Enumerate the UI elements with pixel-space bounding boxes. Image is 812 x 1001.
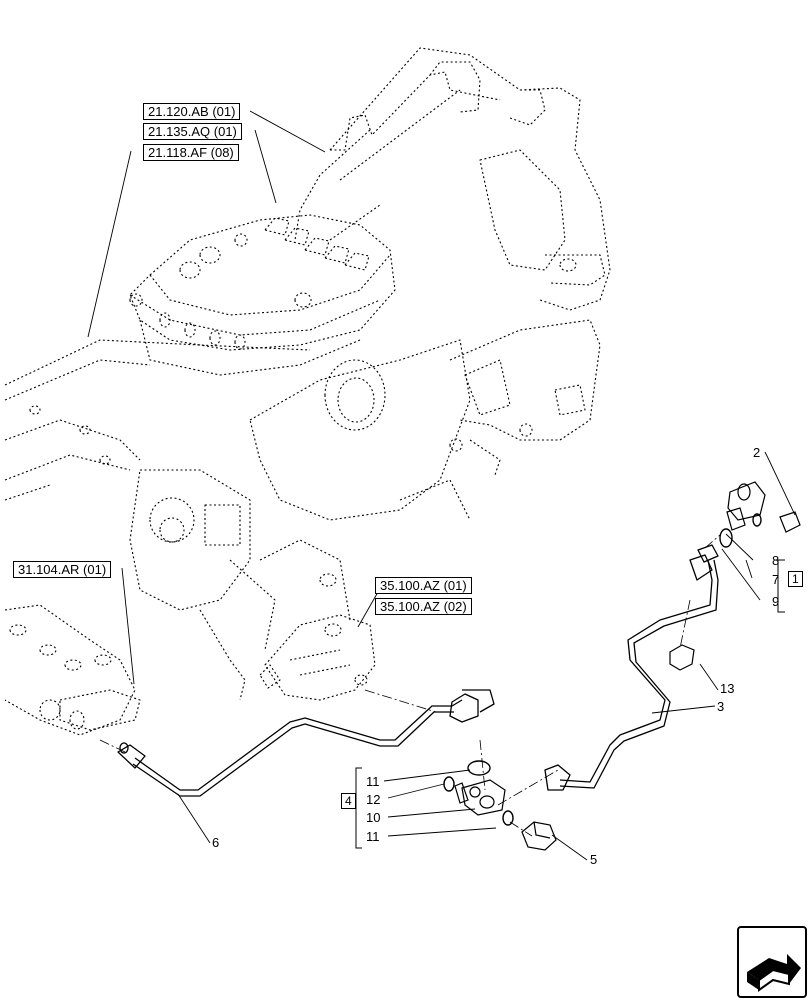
callout-11-top: 11	[366, 774, 380, 789]
ref-label-21-118-af[interactable]: 21.118.AF (08)	[143, 144, 239, 161]
callout-7: 7	[772, 572, 780, 587]
callout-3: 3	[717, 699, 725, 714]
callout-5: 5	[590, 852, 598, 867]
nut-part-5	[521, 821, 557, 851]
pipe-part-3	[544, 544, 719, 791]
callout-11-bottom: 11	[366, 829, 380, 844]
ref-label-31-104-ar[interactable]: 31.104.AR (01)	[13, 561, 112, 578]
transmission-housing-outline	[4, 47, 611, 736]
ref-label-35-100-az-02[interactable]: 35.100.AZ (02)	[375, 598, 472, 615]
group-brackets	[355, 559, 785, 849]
callout-4: 4	[341, 793, 356, 809]
ref-label-21-135-aq[interactable]: 21.135.AQ (01)	[143, 123, 242, 140]
valve-spool-row	[129, 217, 370, 350]
callout-6: 6	[212, 835, 220, 850]
callout-12: 12	[366, 792, 381, 807]
callout-1: 1	[788, 571, 803, 587]
callout-9: 9	[772, 594, 780, 609]
seal-rings	[443, 513, 762, 826]
callout-13: 13	[720, 681, 735, 696]
ref-label-21-120-ab[interactable]: 21.120.AB (01)	[143, 103, 241, 120]
callout-8: 8	[772, 553, 780, 568]
pipe-part-6	[117, 689, 495, 797]
next-page-arrow-icon[interactable]	[737, 926, 807, 998]
ref-label-35-100-az-01[interactable]: 35.100.AZ (01)	[375, 577, 472, 594]
upper-fittings	[669, 481, 801, 671]
callout-2: 2	[753, 445, 761, 460]
callout-10: 10	[366, 810, 381, 825]
tee-fitting-part-10	[454, 779, 506, 816]
reference-leader-lines	[87, 110, 796, 861]
